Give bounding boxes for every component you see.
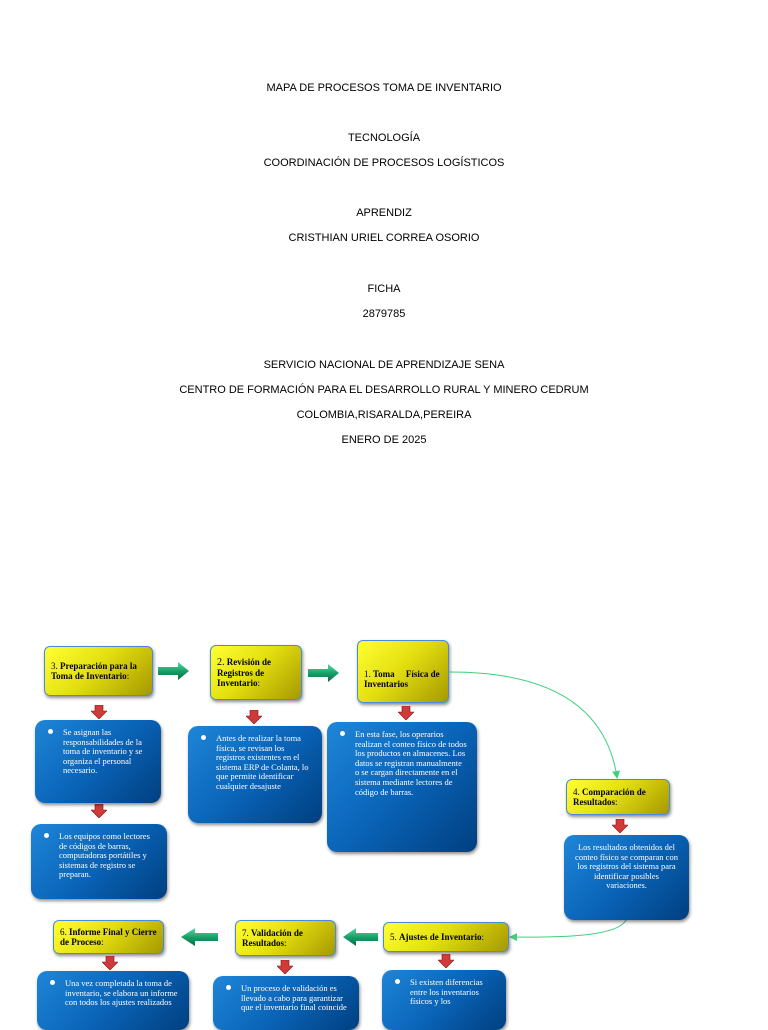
step-number: 6.	[60, 927, 67, 937]
step-4-results-comparison: 4. Comparación de Resultados:	[566, 779, 670, 815]
step-suffix: :	[257, 678, 261, 688]
institution-name: SERVICIO NACIONAL DE APRENDIZAJE SENA	[263, 359, 505, 371]
detail-step-3-responsibilities: Se asignan las responsabilidades de la t…	[35, 720, 161, 803]
detail-text: Se asignan las responsabilidades de la t…	[63, 727, 143, 776]
connector-curve	[509, 917, 628, 942]
arrow-down-icon	[398, 706, 414, 720]
program-label: TECNOLOGÍA	[347, 132, 421, 144]
detail-step-1-count: En esta fase, los operarios realizan el …	[327, 722, 477, 852]
detail-text: Un proceso de validación es llevado a ca…	[241, 983, 347, 1013]
detail-step-2-records: Antes de realizar la toma física, se rev…	[188, 726, 322, 823]
ficha-number: 2879785	[362, 308, 406, 320]
training-center: CENTRO DE FORMACIÓN PARA EL DESARROLLO R…	[179, 384, 589, 396]
detail-step-6-report: Una vez completada la toma de inventario…	[37, 971, 189, 1030]
bullet-icon	[340, 731, 345, 736]
step-3-preparation: 3. Preparación para la Toma de Inventari…	[44, 646, 153, 696]
arrow-down-icon	[91, 804, 107, 818]
document-title: MAPA DE PROCESOS TOMA DE INVENTARIO	[266, 82, 502, 94]
location: COLOMBIA,RISARALDA,PEREIRA	[296, 409, 472, 421]
detail-step-3-equipment: Los equipos como lectores de códigos de …	[31, 824, 167, 899]
step-suffix: :	[284, 938, 287, 948]
arrow-down-icon	[246, 710, 262, 724]
arrow-down-icon	[612, 819, 628, 833]
detail-step-7-validation: Un proceso de validación es llevado a ca…	[213, 976, 359, 1030]
step-title: Validación de Resultados	[242, 928, 303, 948]
step-number: 1.	[364, 668, 371, 679]
step-title: Revisión de Registros de Inventario	[217, 657, 272, 688]
step-suffix: :	[615, 797, 618, 807]
step-7-results-validation: 7. Validación de Resultados:	[235, 920, 336, 956]
detail-text: Si existen diferencias entre los inventa…	[410, 977, 483, 1007]
step-number: 4.	[573, 787, 580, 797]
bullet-icon	[44, 833, 49, 838]
step-suffix: :	[126, 671, 130, 681]
arrow-right-icon	[308, 664, 339, 682]
arrow-left-icon	[181, 928, 218, 946]
step-title: Ajustes de Inventario	[399, 932, 482, 942]
step-5-inventory-adjustments: 5. Ajustes de Inventario:	[383, 922, 509, 952]
step-title: Preparación para la Toma de Inventario	[51, 661, 137, 681]
arrow-down-icon	[102, 956, 118, 970]
step-suffix: :	[101, 937, 104, 947]
detail-text: Una vez completada la toma de inventario…	[65, 978, 178, 1008]
detail-text: Los equipos como lectores de códigos de …	[59, 831, 150, 880]
detail-text: En esta fase, los operarios realizan el …	[355, 729, 467, 797]
step-number: 5.	[390, 932, 397, 942]
detail-text: Los resultados obtenidos del conteo físi…	[575, 842, 678, 891]
arrow-down-icon	[438, 954, 454, 968]
bullet-icon	[395, 979, 400, 984]
step-6-final-report: 6. Informe Final y Cierre de Proceso:	[53, 920, 164, 954]
bullet-icon	[226, 985, 231, 990]
arrow-left-icon	[343, 928, 378, 946]
step-suffix: :	[481, 932, 485, 942]
detail-step-4-comparison: Los resultados obtenidos del conteo físi…	[564, 835, 689, 920]
step-title: Toma Física de Inventarios	[364, 668, 442, 689]
arrow-down-icon	[277, 960, 293, 974]
detail-text: Antes de realizar la toma física, se rev…	[216, 733, 309, 791]
arrow-down-icon	[91, 705, 107, 719]
step-number: 2.	[217, 657, 225, 668]
bullet-icon	[48, 729, 53, 734]
bullet-icon	[50, 980, 55, 985]
step-title: Comparación de Resultados	[573, 787, 646, 807]
connector-curve	[449, 671, 621, 779]
ficha-label: FICHA	[367, 283, 401, 295]
step-title: Informe Final y Cierre de Proceso	[60, 927, 157, 947]
step-1-physical-count: 1. Toma Física de Inventarios	[357, 640, 449, 703]
apprentice-label: APRENDIZ	[356, 207, 412, 219]
apprentice-name: CRISTHIAN URIEL CORREA OSORIO	[288, 232, 480, 244]
detail-step-5-adjustments: Si existen diferencias entre los inventa…	[382, 970, 506, 1030]
arrow-right-icon	[158, 662, 189, 680]
bullet-icon	[201, 735, 206, 740]
step-2-records-review: 2. Revisión de Registros de Inventario:	[210, 645, 302, 700]
program-name: COORDINACIÓN DE PROCESOS LOGÍSTICOS	[263, 157, 505, 169]
step-number: 3.	[51, 661, 58, 671]
document-date: ENERO DE 2025	[341, 434, 427, 446]
step-number: 7.	[242, 928, 249, 938]
